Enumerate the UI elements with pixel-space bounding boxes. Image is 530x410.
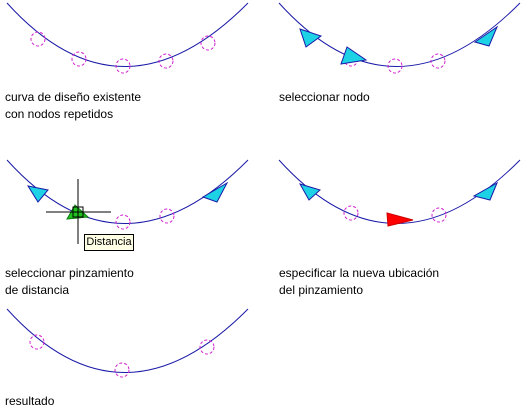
node-marker [387, 58, 403, 74]
node-marker [431, 207, 447, 223]
grip-triangle-left[interactable] [298, 183, 321, 201]
grip-triangle-right[interactable] [472, 181, 499, 201]
node-marker [115, 58, 131, 74]
node-marker [343, 205, 359, 221]
caption-panel-1: curva de diseño existente con nodos repet… [5, 89, 141, 123]
node-marker [199, 339, 215, 355]
node-marker [71, 51, 87, 67]
caption-panel-5: resultado [5, 393, 54, 410]
crosshair-cursor [46, 179, 111, 244]
active-grip[interactable] [386, 212, 414, 227]
distance-tooltip: Distancia [84, 234, 134, 251]
caption-line: con nodos repetidos [5, 107, 114, 121]
caption-panel-3: seleccionar pinzamiento de distancia [5, 265, 134, 299]
caption-line: especificar la nueva ubicación [279, 266, 440, 280]
node-marker [115, 214, 131, 230]
panel-2 [278, 2, 521, 74]
caption-line: seleccionar pinzamiento [5, 266, 134, 280]
design-curve [6, 2, 249, 67]
node-marker [158, 53, 174, 69]
node-marker [29, 334, 45, 350]
caption-line: resultado [5, 394, 55, 408]
grip-triangle-left[interactable] [299, 28, 323, 48]
node-marker [430, 53, 446, 69]
grip-triangle-left[interactable] [26, 185, 49, 203]
caption-line: de distancia [5, 283, 70, 297]
panel-5 [6, 308, 249, 378]
panel-3 [6, 159, 249, 244]
node-marker [114, 362, 130, 378]
design-curve [6, 308, 249, 373]
node-marker [200, 35, 216, 51]
grip-triangle-right[interactable] [201, 181, 229, 203]
node-marker [159, 208, 175, 224]
grip-triangle-middle[interactable] [340, 46, 368, 65]
caption-line: curva de diseño existente [5, 90, 142, 104]
panel-4 [278, 159, 521, 227]
grip-triangle-right[interactable] [473, 25, 499, 47]
caption-panel-4: especificar la nueva ubicación del pinzam… [279, 265, 439, 299]
caption-line: del pinzamiento [279, 283, 364, 297]
panel-1 [6, 2, 249, 74]
caption-line: seleccionar nodo [279, 90, 370, 104]
node-marker [30, 31, 46, 47]
caption-panel-2: seleccionar nodo [279, 89, 370, 106]
